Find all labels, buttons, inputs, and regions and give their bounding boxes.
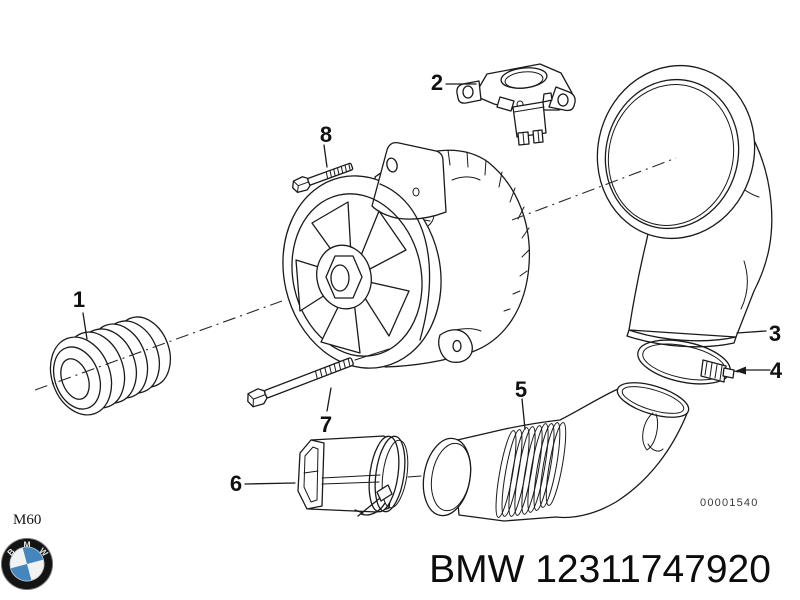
- callout-3: 3: [769, 321, 781, 346]
- logo-letter-b: B: [5, 546, 16, 557]
- callout-7: 7: [320, 412, 332, 437]
- callout-2: 2: [431, 70, 443, 95]
- bolt-long-drawing: [247, 357, 354, 408]
- adapter-connector-drawing: [297, 435, 409, 517]
- logo-quadrants: [9, 546, 45, 582]
- bolt-short-drawing: [292, 162, 354, 194]
- bmw-logo-icon: B M W: [1, 538, 53, 590]
- bolt-alignment-line: [354, 348, 390, 361]
- alternator-drawing: [282, 142, 531, 369]
- alignment-dash: [407, 475, 422, 478]
- axis-centerline-right: [511, 157, 677, 221]
- voltage-regulator-drawing: [456, 63, 576, 146]
- callout-leaders: [82, 83, 771, 485]
- callout-5: 5: [515, 377, 527, 402]
- intake-hose-drawing: [422, 382, 690, 522]
- logo-letter-m: M: [23, 540, 30, 550]
- part-number-label: BMW 12311747920: [429, 548, 771, 591]
- callout-6: 6: [230, 471, 242, 496]
- air-duct-drawing: [596, 64, 773, 348]
- pulley-drawing: [49, 316, 172, 416]
- engine-code-label: M60: [13, 512, 42, 528]
- callout-1: 1: [73, 287, 85, 312]
- callout-4: 4: [770, 358, 783, 383]
- hose-clamp-drawing: [637, 339, 739, 385]
- axis-centerline-left: [34, 300, 283, 391]
- drawing-number: 00001540: [700, 497, 759, 509]
- callout-8: 8: [320, 122, 332, 147]
